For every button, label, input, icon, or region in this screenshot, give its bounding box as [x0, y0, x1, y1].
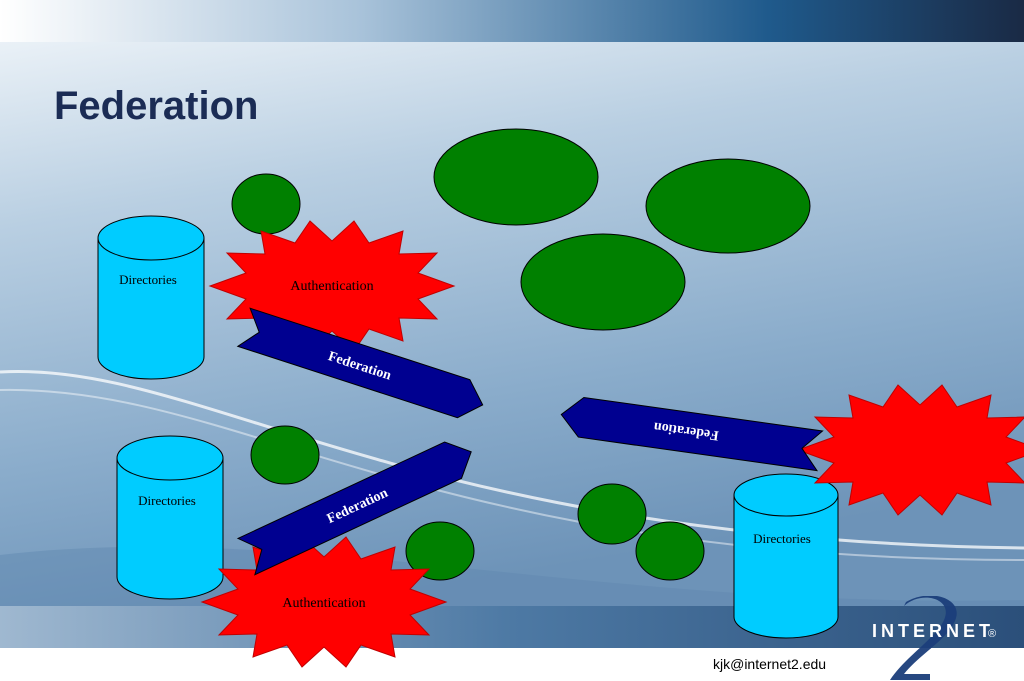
authentication-label: Authentication	[282, 596, 365, 611]
footer-email[interactable]: kjk@internet2.edu	[713, 656, 827, 672]
directories-cylinder: Directories	[97, 215, 205, 380]
directories-label: Directories	[138, 493, 196, 508]
green-ellipse	[520, 233, 686, 331]
green-circle	[250, 425, 320, 485]
slide-title: Federation	[54, 84, 259, 128]
logo-text: INTERNET	[872, 621, 994, 641]
directories-label: Directories	[119, 272, 177, 287]
green-circle	[635, 521, 705, 581]
directories-label: Directories	[753, 531, 811, 546]
authentication-star: Authentication	[208, 220, 456, 352]
green-circle	[577, 483, 647, 545]
directories-cylinder: Directories	[116, 435, 224, 600]
registered-mark: ®	[988, 628, 996, 640]
green-circle	[231, 173, 301, 235]
authentication-label: Authentication	[290, 279, 373, 294]
directories-cylinder: Directories	[733, 473, 839, 639]
green-ellipse	[433, 128, 599, 226]
internet2-logo: INTERNET ®	[872, 596, 996, 680]
federation-arrow: Federation	[236, 307, 484, 419]
green-circle	[405, 521, 475, 581]
federation-arrow: Federation	[560, 396, 824, 472]
green-ellipse	[645, 158, 811, 254]
